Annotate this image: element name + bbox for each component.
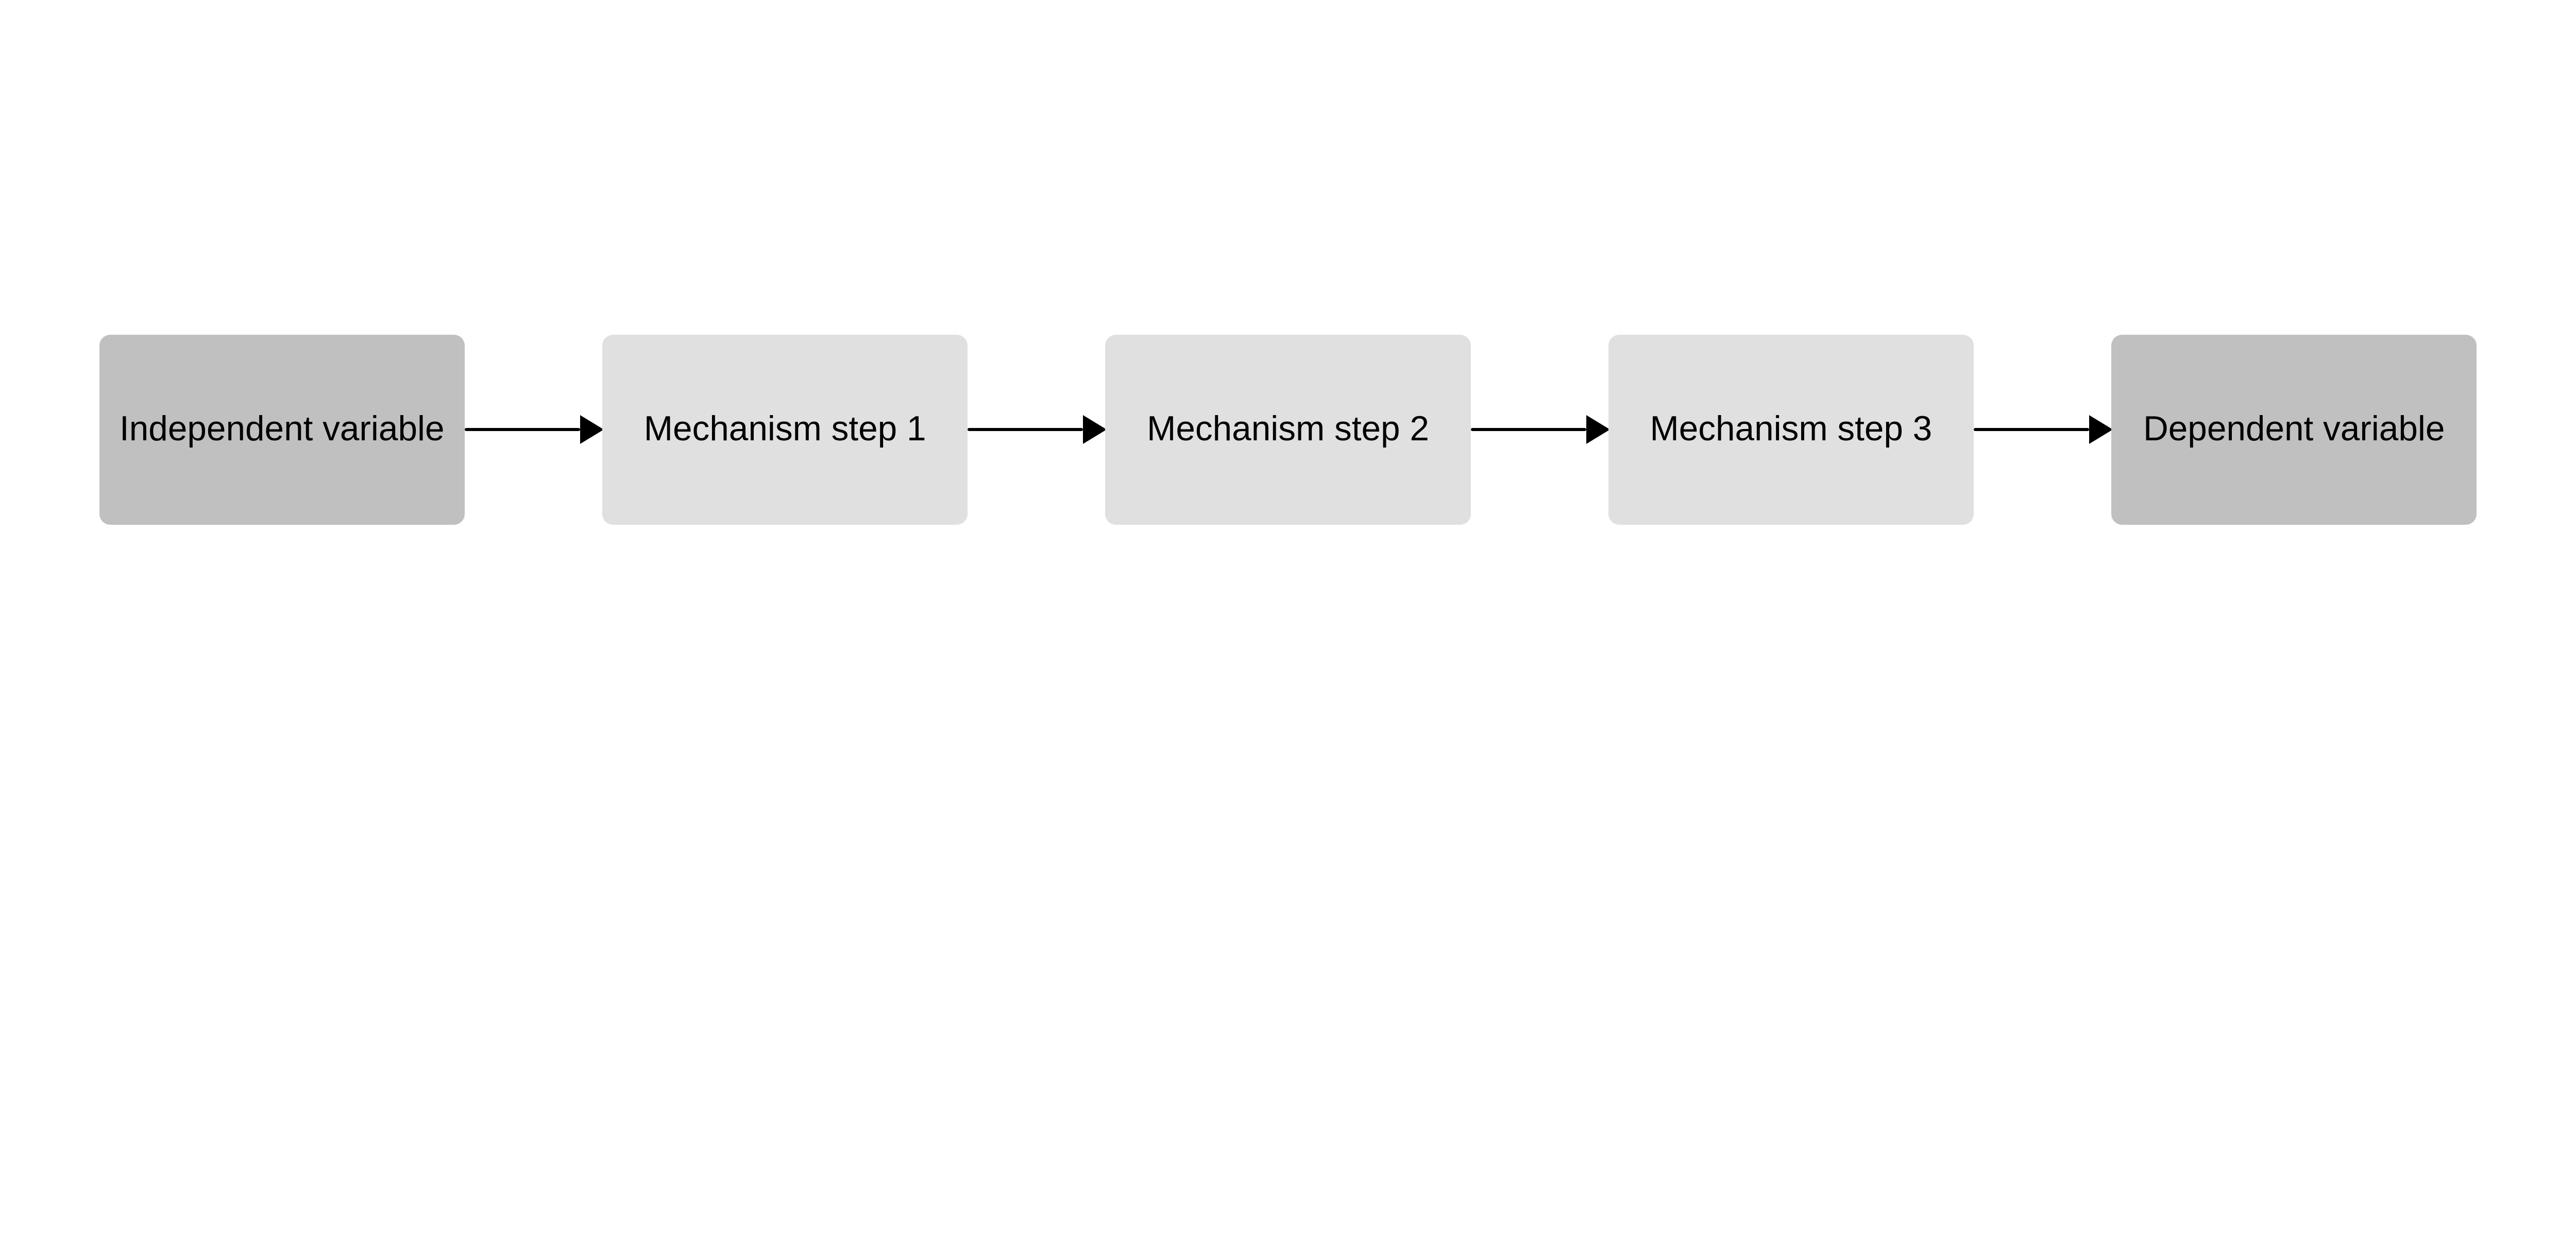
node-dependent-variable: Dependent variable: [2111, 334, 2477, 525]
flow-row: Independent variable Mechanism step 1 Me…: [99, 334, 2477, 525]
arrowhead-icon: [580, 415, 604, 444]
arrow-3: [1470, 414, 1610, 445]
node-label: Mechanism step 2: [1147, 409, 1429, 448]
arrow-shaft: [968, 428, 1083, 432]
arrow-shaft: [1470, 428, 1586, 432]
arrow-1: [465, 414, 604, 445]
node-label: Independent variable: [120, 409, 445, 448]
arrow-shaft: [1974, 428, 2089, 432]
arrowhead-icon: [1083, 415, 1107, 444]
arrowhead-icon: [2089, 415, 2113, 444]
node-label: Mechanism step 3: [1650, 409, 1933, 448]
arrow-2: [968, 414, 1107, 445]
arrow-4: [1974, 414, 2113, 445]
node-mechanism-step-2: Mechanism step 2: [1105, 334, 1471, 525]
node-mechanism-step-1: Mechanism step 1: [602, 334, 968, 525]
node-label: Dependent variable: [2143, 409, 2445, 448]
arrowhead-icon: [1586, 415, 1610, 444]
node-independent-variable: Independent variable: [99, 334, 465, 525]
node-mechanism-step-3: Mechanism step 3: [1608, 334, 1974, 525]
node-label: Mechanism step 1: [643, 409, 926, 448]
diagram-canvas: Independent variable Mechanism step 1 Me…: [99, 334, 2477, 525]
arrow-shaft: [465, 428, 580, 432]
